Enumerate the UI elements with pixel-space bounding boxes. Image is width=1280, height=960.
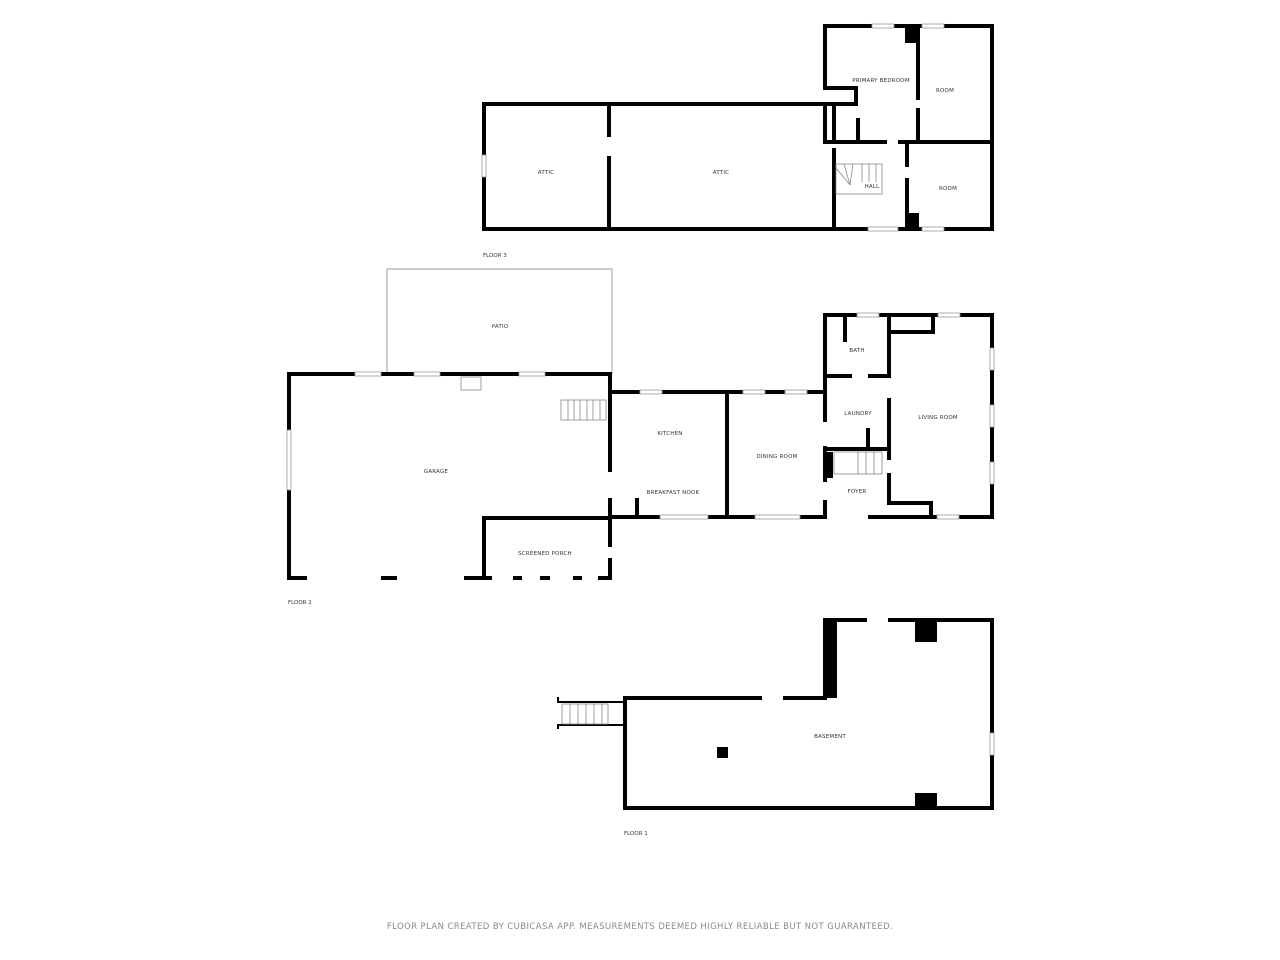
floor-label: FLOOR 3: [483, 253, 507, 259]
room-label: FOYER: [848, 489, 867, 495]
room-label: LAUNDRY: [844, 411, 872, 417]
room-label: PRIMARY BEDROOM: [852, 78, 910, 84]
fireplace-icon: [460, 376, 482, 391]
room-label: SCREENED PORCH: [518, 551, 572, 557]
room-label: LIVING ROOM: [918, 415, 958, 421]
room-label: ROOM: [939, 186, 957, 192]
room-label: GARAGE: [424, 469, 449, 475]
stairs-icon: [561, 703, 609, 725]
floor-label: FLOOR 1: [624, 831, 648, 837]
room-label: ROOM: [936, 88, 954, 94]
room-label: DINING ROOM: [756, 454, 797, 460]
stairs-icon: [560, 399, 883, 475]
room-label: KITCHEN: [657, 431, 682, 437]
room-label: ATTIC: [538, 170, 554, 176]
stairs-icon: [835, 163, 883, 195]
room-label: HALL: [865, 184, 881, 190]
room-label: PATIO: [492, 324, 509, 330]
room-label: BREAKFAST NOOK: [647, 490, 700, 496]
room-label: ATTIC: [713, 170, 729, 176]
room-label: BATH: [849, 348, 864, 354]
floor-3-plan: ATTIC ATTIC PRIMARY BEDROOM ROOM ROOM HA…: [481, 23, 994, 259]
floor-label: FLOOR 2: [288, 600, 312, 606]
floor-1-plan: BASEMENT FLOOR 1: [557, 618, 995, 837]
floor-2-plan: PATIO GARAGE SCREENED PORCH KITCHEN BREA…: [286, 268, 995, 606]
room-label: BASEMENT: [814, 734, 846, 740]
disclaimer-footer: FLOOR PLAN CREATED BY CUBICASA APP. MEAS…: [386, 922, 894, 932]
